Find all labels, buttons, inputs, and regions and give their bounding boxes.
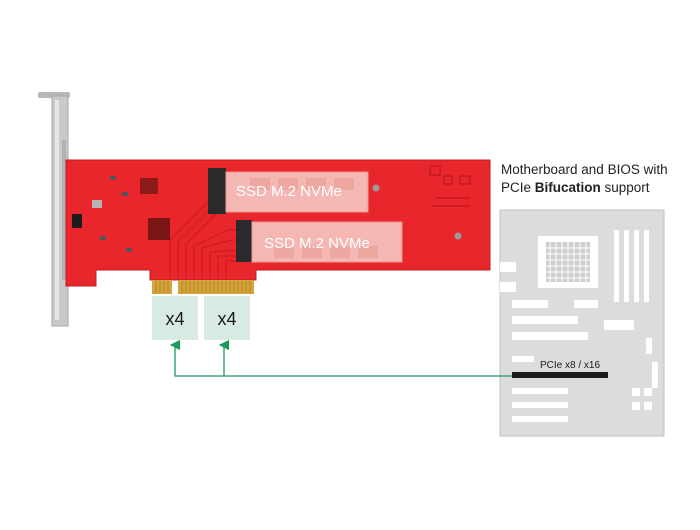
bifurcation-arrow	[169, 339, 512, 377]
pcie-slot	[512, 372, 608, 378]
lane-label-1: x4	[165, 309, 184, 329]
caption-line-1: Motherboard and BIOS with	[501, 162, 668, 177]
ssd-slot-2: SSD M.2 NVMe	[251, 221, 403, 263]
lane-label-2: x4	[217, 309, 236, 329]
ssd-slot-1-label: SSD M.2 NVMe	[236, 183, 342, 200]
lane-box-2: x4	[204, 296, 250, 340]
card-markings	[429, 165, 471, 207]
ssd-slot-1: SSD M.2 NVMe	[225, 171, 369, 213]
pcie-slot-label: PCIe x8 / x16	[540, 360, 600, 371]
motherboard: PCIe x8 / x16	[499, 209, 665, 437]
caption-prefix: PCIe	[501, 180, 535, 195]
ssd-slot-2-label: SSD M.2 NVMe	[264, 235, 370, 252]
caption-line-2: PCIe Bifucation support	[501, 179, 668, 197]
pcie-edge-connector	[152, 280, 254, 294]
motherboard-caption: Motherboard and BIOS with PCIe Bifucatio…	[501, 161, 668, 197]
mounting-bracket	[38, 92, 70, 327]
caption-suffix: support	[600, 180, 650, 195]
lane-box-1: x4	[152, 296, 198, 340]
caption-bold-term: Bifucation	[534, 180, 601, 195]
